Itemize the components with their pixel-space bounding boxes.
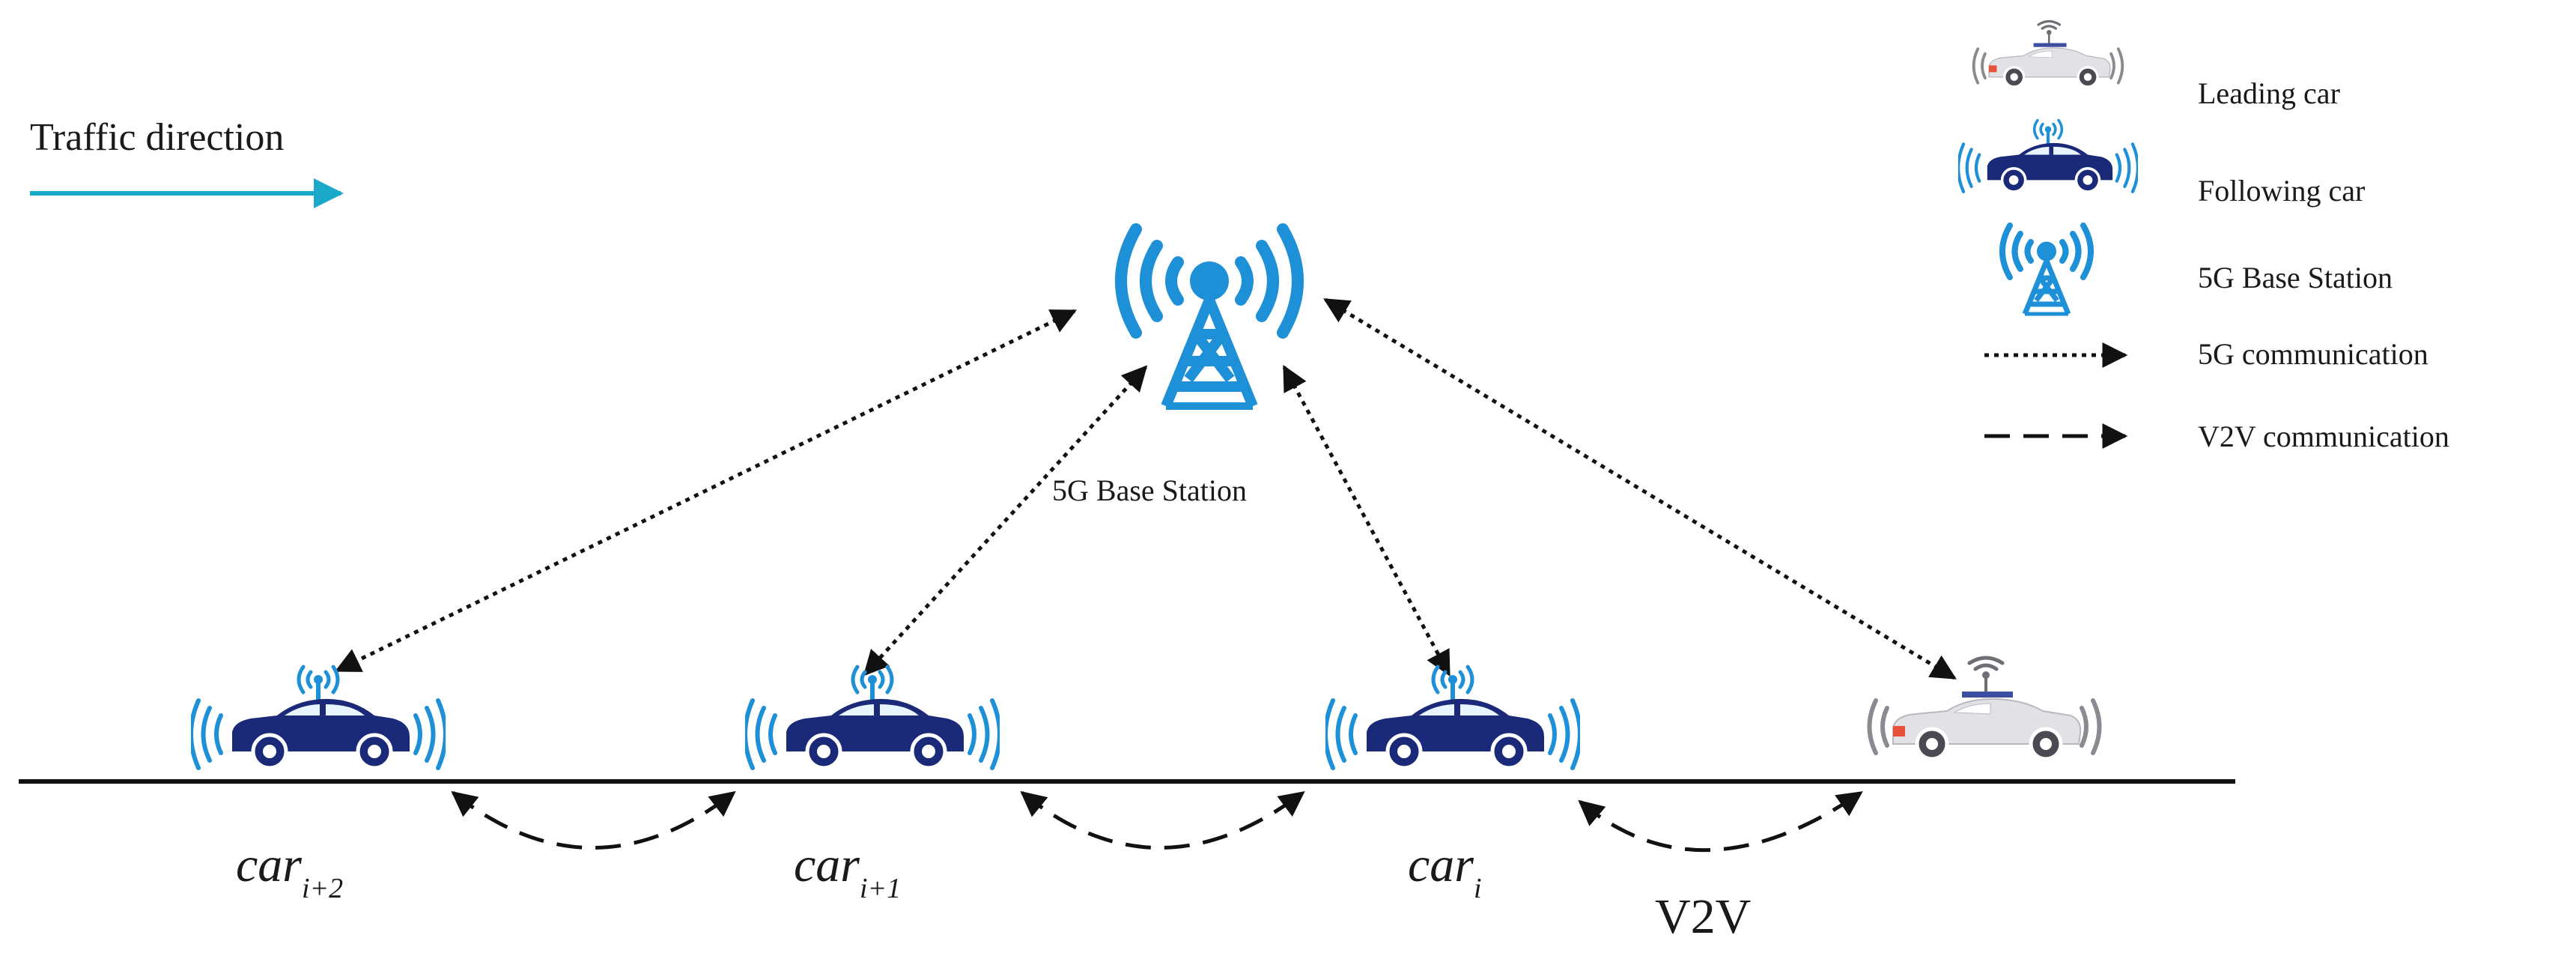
legend-tower-icon xyxy=(2002,226,2091,314)
legend-leading-label: Leading car xyxy=(2198,76,2340,110)
following-car-icon xyxy=(745,667,1000,768)
5g-links xyxy=(334,297,1957,680)
following-car-icon xyxy=(1325,667,1580,768)
5g-link-car-i+1 xyxy=(863,365,1148,677)
tower-icon xyxy=(1121,229,1298,406)
v2v-link xyxy=(1020,790,1305,850)
v2v-links xyxy=(451,790,1863,853)
base-station-label: 5G Base Station xyxy=(1052,474,1247,507)
legend-following-car-icon xyxy=(1958,121,2138,192)
5g-link-leading-car xyxy=(1323,297,1957,680)
following-car-icon xyxy=(191,667,446,768)
legend-v2v-label: V2V communication xyxy=(2198,420,2449,453)
v2v-link xyxy=(1578,790,1863,853)
legend-station-label: 5G Base Station xyxy=(2198,261,2393,294)
v2v-label: V2V xyxy=(1655,889,1751,944)
legend-leading-car-icon xyxy=(1974,21,2123,86)
car-label-i: cari xyxy=(1408,838,1482,904)
legend-following-label: Following car xyxy=(2198,174,2365,208)
v2v-link xyxy=(451,790,736,850)
leading-car-icon xyxy=(1870,658,2100,759)
5g-link-car-i+2 xyxy=(334,309,1078,673)
car-label-i+1: cari+1 xyxy=(794,838,901,904)
traffic-direction-label: Traffic direction xyxy=(30,116,284,159)
legend: Leading car Following car 5G Base Statio… xyxy=(1958,21,2449,453)
5g-link-car-i xyxy=(1282,365,1451,677)
legend-5g-label: 5G communication xyxy=(2198,337,2428,371)
car-label-i+2: cari+2 xyxy=(236,838,343,904)
